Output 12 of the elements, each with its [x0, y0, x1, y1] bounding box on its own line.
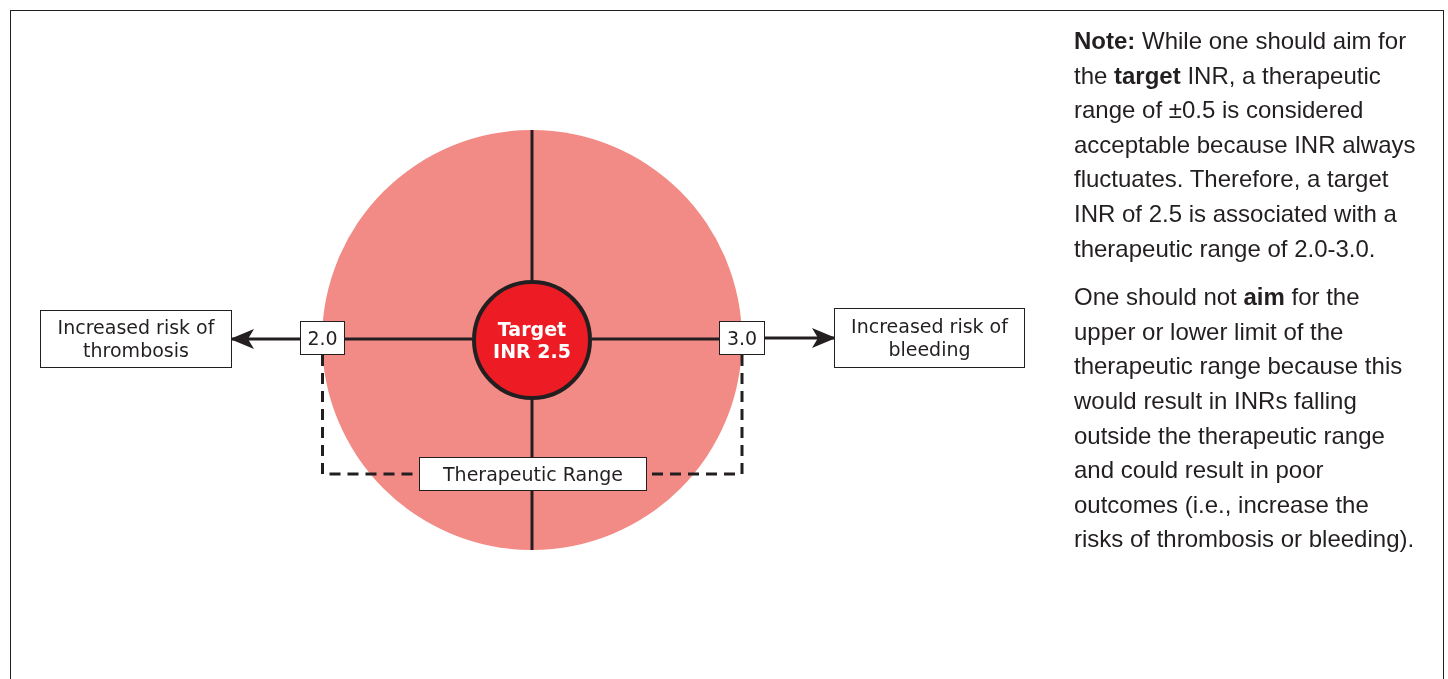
label-box: Increased risk of bleeding — [834, 308, 1025, 368]
arrow — [230, 329, 300, 349]
label-box: Therapeutic Range — [419, 457, 647, 491]
connector-line — [592, 337, 719, 341]
arrow — [765, 328, 836, 348]
label-box: 3.0 — [719, 321, 765, 355]
target-circle: Target INR 2.5 — [472, 280, 592, 400]
note-paragraph: One should not aim for the upper or lower limit of the therapeutic range because this would result in INRs falling outside the therapeutic range and could result in poor outcomes (i.e., increase the risks of thrombosis or bleeding). — [1074, 282, 1416, 555]
connector-line — [345, 337, 472, 341]
label-box: 2.0 — [300, 321, 345, 355]
label-box: Increased risk of thrombosis — [40, 310, 232, 368]
note-paragraph: Note: While one should aim for the target INR, a therapeutic range of ±0.5 is considered acceptable because INR always fluctuates. Therefore, a target INR of 2.5 is associated with a therapeutic range of 2.0-3.0. — [1074, 26, 1417, 264]
